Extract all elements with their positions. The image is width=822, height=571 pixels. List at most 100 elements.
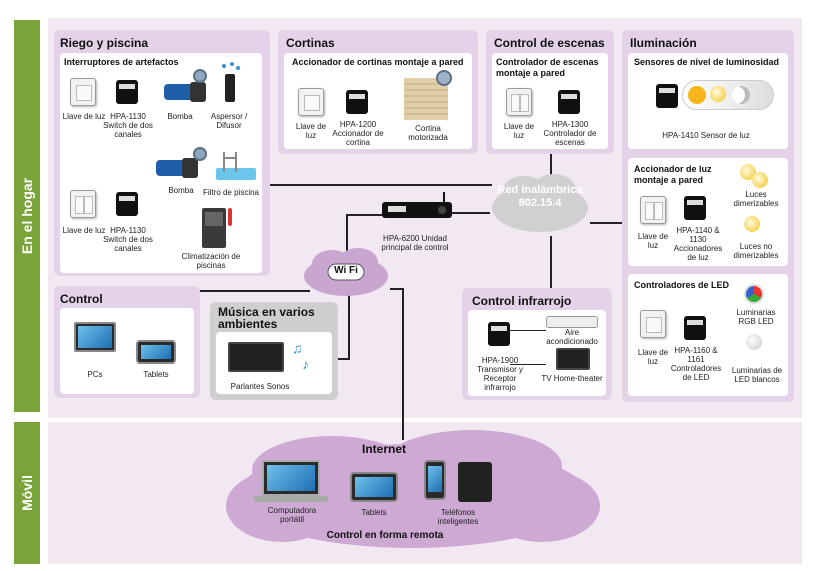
pool-heater-icon [202, 208, 232, 248]
led-controller-icon [684, 316, 706, 340]
panel-title: Control infrarrojo [472, 294, 572, 308]
device-label: Parlantes Sonos [230, 382, 290, 391]
switch-module-icon [116, 80, 138, 104]
device-label: TV Home-theater [541, 374, 603, 383]
laptop-base [254, 496, 328, 502]
wireless-network-cloud [492, 174, 588, 232]
wifi-cloud [304, 248, 388, 296]
device-label: Computadora portátil [267, 506, 317, 524]
connector-line [390, 288, 402, 290]
device-label: Aspersor / Difusor [210, 112, 248, 130]
device-label: Luces dimerizables [733, 190, 779, 208]
device-label: Tablets [361, 508, 387, 517]
sidebar-home: En el hogar [14, 20, 40, 412]
sidebar-home-label: En el hogar [19, 177, 35, 255]
device-label: Cortina motorizada [408, 124, 448, 142]
section-subtitle: Controlador de escenas montaje a pared [496, 57, 599, 78]
device-label: HPA-1200 Accionador de cortina [332, 120, 384, 147]
section-subtitle: Accionador de luz montaje a pared [634, 164, 712, 185]
device-label: Luces no dimerizables [733, 242, 779, 260]
sidebar-mobile-label: Móvil [19, 475, 35, 511]
curtain-actuator-icon [346, 90, 368, 114]
pool-filter-icon [216, 152, 256, 180]
pc-monitor-icon [74, 322, 116, 352]
music-note-icon: ♪ [302, 356, 309, 372]
tv-icon [556, 348, 590, 370]
panel-title: Control de escenas [494, 36, 605, 50]
pump-icon [156, 147, 207, 178]
device-label: HPA-1140 & 1130 Accionadores de luz [673, 226, 723, 262]
device-label: PCs [87, 370, 103, 379]
tablet-icon [350, 472, 398, 502]
section-subtitle: Accionador de cortinas montaje a pared [292, 57, 464, 67]
light-actuator-icon [684, 196, 706, 220]
rgb-led-icon [744, 284, 764, 304]
device-label: Llave de luz [295, 122, 327, 140]
device-label: Llave de luz [637, 232, 669, 250]
speaker-icon [228, 342, 284, 372]
light-switch-icon [506, 88, 532, 116]
device-label: Llave de luz [62, 226, 106, 235]
bulb-icon [710, 86, 726, 102]
device-label: HPA-1130 Switch de dos canales [103, 112, 153, 139]
section-subtitle: Controladores de LED [634, 280, 730, 290]
section-subtitle: Sensores de nivel de luminosidad [634, 57, 780, 67]
connector-line [200, 290, 310, 292]
connector-line [336, 358, 350, 360]
device-label: Llave de luz [503, 122, 535, 140]
panel-title: Iluminación [630, 36, 697, 50]
connector-line [268, 184, 492, 186]
light-switch-icon [70, 78, 96, 106]
connector-line [590, 222, 622, 224]
device-label: Luminarias de LED blancos [731, 366, 783, 384]
switch-module-icon [116, 192, 138, 216]
connector-line [550, 150, 552, 190]
music-note-icon: ♫ [292, 340, 303, 356]
device-label: Bomba [168, 186, 194, 195]
bulb-icon [752, 172, 768, 188]
scene-controller-icon [558, 90, 580, 114]
smartphone-icon [424, 460, 446, 500]
motorized-curtain-icon [404, 70, 452, 120]
connector-line [510, 364, 546, 365]
connector-line [348, 290, 350, 360]
ir-transmitter-icon [488, 322, 510, 346]
device-label: HPA-6200 Unidad principal de control [381, 234, 449, 252]
main-control-unit-icon [382, 192, 452, 218]
light-sensor-icon [656, 84, 678, 108]
section-subtitle: Interruptores de artefactos [64, 57, 179, 67]
sidebar-mobile: Móvil [14, 422, 40, 564]
device-label: Teléfonos inteligentes [437, 508, 479, 526]
device-label: HPA-1300 Controlador de escenas [543, 120, 597, 147]
device-label: HPA-1160 & 1161 Controladores de LED [670, 346, 722, 382]
light-switch-icon [70, 190, 96, 218]
device-label: HPA-1130 Switch de dos canales [103, 226, 153, 253]
sprinkler-icon [222, 62, 240, 102]
panel-title: Música en varios ambientes [218, 305, 315, 331]
device-label: Aire acondicionado [546, 328, 598, 346]
panel-title: Riego y piscina [60, 36, 149, 50]
air-conditioner-icon [546, 316, 598, 328]
remote-control-label: Control en forma remota [326, 530, 444, 541]
light-switch-icon [640, 310, 666, 338]
connector-line [402, 288, 404, 440]
panel-title: Cortinas [286, 36, 335, 50]
internet-title: Internet [362, 442, 407, 456]
device-label: Luminarias RGB LED [736, 308, 776, 326]
device-label: HPA-1900 Transmisor y Receptor infrarroj… [477, 356, 523, 392]
light-switch-icon [298, 88, 324, 116]
wifi-logo: Wi Fi [334, 265, 358, 276]
pump-icon [164, 69, 207, 102]
device-label: Llave de luz [62, 112, 106, 121]
device-label: Filtro de piscina [202, 188, 260, 197]
device-label: Climatización de piscinas [181, 252, 241, 270]
connector-line [346, 214, 348, 260]
tablet-icon [136, 340, 176, 364]
network-label: Red inalámbrica 802.15.4 [497, 184, 583, 209]
white-led-icon [746, 334, 762, 350]
light-switch-icon [640, 196, 666, 224]
bulb-icon [744, 216, 760, 232]
panel-title: Control [60, 292, 103, 306]
device-label: Bomba [167, 112, 193, 121]
device-label: Tablets [143, 370, 169, 379]
